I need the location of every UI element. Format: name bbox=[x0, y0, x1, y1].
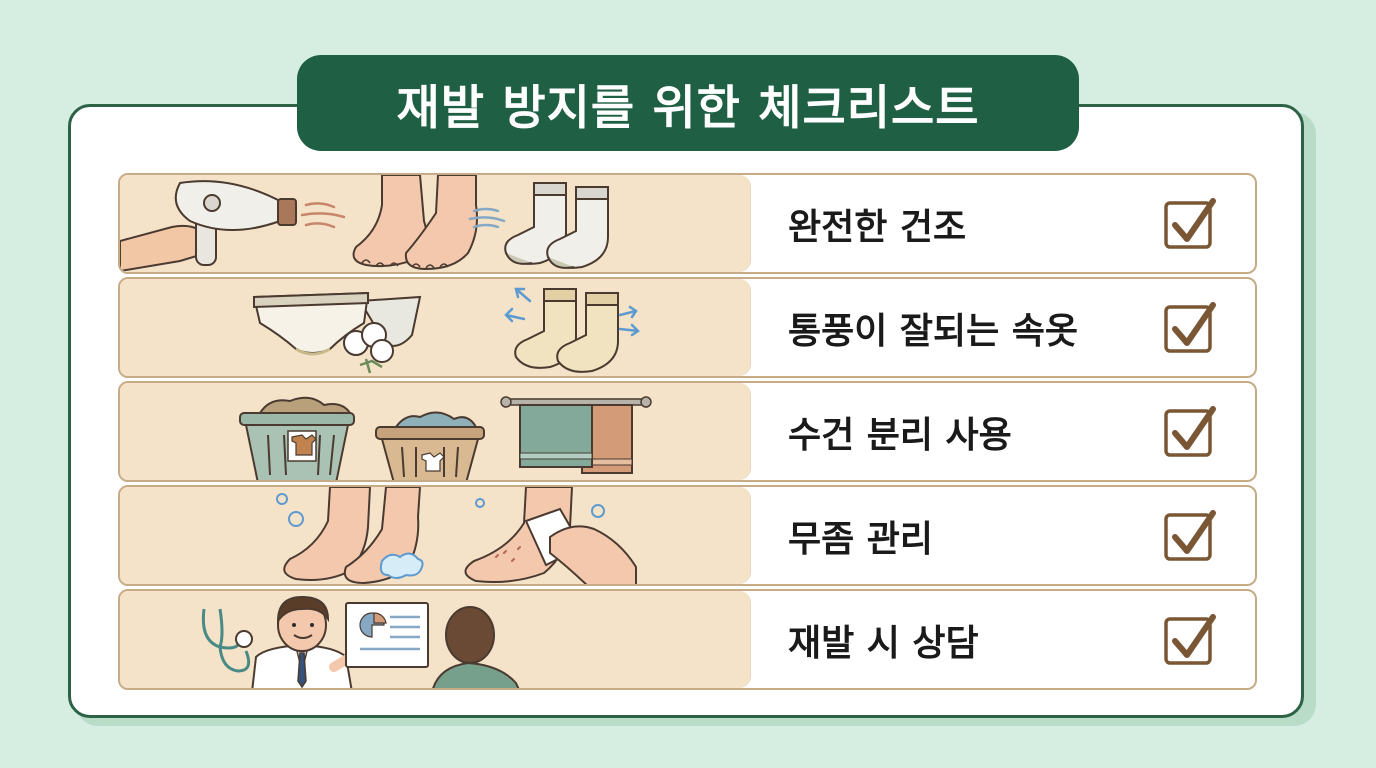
chart-board-icon bbox=[345, 602, 429, 668]
check-icon bbox=[1164, 510, 1216, 561]
washing-feet-icon bbox=[276, 487, 424, 584]
dry-socks-icon bbox=[468, 182, 609, 269]
checkbox-checked[interactable] bbox=[1163, 613, 1216, 665]
patient-icon bbox=[432, 606, 520, 688]
checkbox-checked[interactable] bbox=[1163, 405, 1216, 457]
checklist-row-towels: 수건 분리 사용 bbox=[118, 381, 1257, 482]
page-title: 재발 방지를 위한 체크리스트 bbox=[396, 80, 980, 136]
check-icon bbox=[1164, 302, 1216, 353]
checkbox-checked[interactable] bbox=[1163, 301, 1216, 353]
doctor-icon bbox=[251, 595, 369, 688]
checkbox-checked[interactable] bbox=[1163, 509, 1216, 561]
checklist-rows: 완전한 건조 bbox=[118, 173, 1257, 693]
towel-rack-icon bbox=[500, 396, 652, 474]
check-icon bbox=[1164, 198, 1216, 249]
check-icon bbox=[1164, 614, 1216, 665]
checklist-row-drying: 완전한 건조 bbox=[118, 173, 1257, 274]
breathable-socks-icon bbox=[504, 287, 640, 373]
cotton-flower-icon bbox=[343, 322, 394, 374]
laundry-basket-brown-icon bbox=[375, 411, 485, 480]
checklist-label: 수건 분리 사용 bbox=[788, 414, 1012, 456]
checklist-label: 통풍이 잘되는 속옷 bbox=[788, 310, 1079, 352]
stethoscope-icon bbox=[201, 608, 253, 673]
illustration-foot-care bbox=[120, 487, 751, 584]
check-icon bbox=[1164, 406, 1216, 457]
checklist-label: 재발 시 상담 bbox=[788, 622, 979, 664]
checklist-row-consultation: 재발 시 상담 bbox=[118, 589, 1257, 690]
checklist-label: 무좀 관리 bbox=[788, 518, 934, 560]
checklist-row-underwear: 통풍이 잘되는 속옷 bbox=[118, 277, 1257, 378]
illustration-underwear bbox=[120, 279, 751, 376]
checkbox-checked[interactable] bbox=[1163, 197, 1216, 249]
illustration-consultation bbox=[120, 591, 751, 688]
illustration-drying bbox=[120, 175, 751, 272]
hair-dryer-icon bbox=[120, 180, 346, 272]
cotton-underwear-icon bbox=[252, 291, 422, 356]
foot-wiping-icon bbox=[464, 487, 637, 584]
illustration-towels bbox=[120, 383, 751, 480]
checklist-label: 완전한 건조 bbox=[788, 206, 967, 248]
laundry-basket-green-icon bbox=[239, 396, 355, 480]
checklist-row-foot-care: 무좀 관리 bbox=[118, 485, 1257, 586]
bare-feet-icon bbox=[352, 175, 478, 271]
title-banner: 재발 방지를 위한 체크리스트 bbox=[297, 55, 1079, 151]
